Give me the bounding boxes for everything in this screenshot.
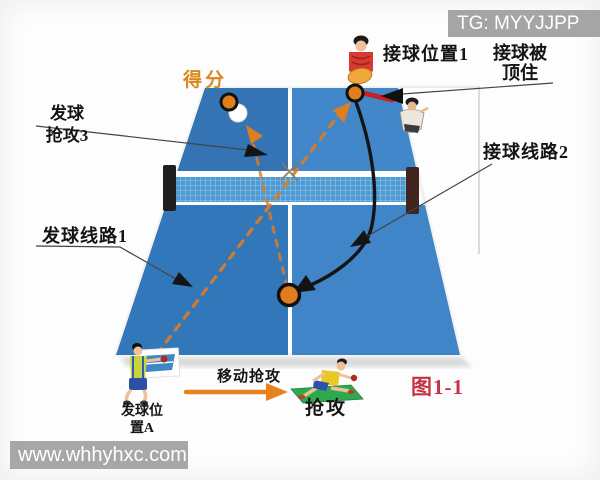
blocked-receiver-figure — [399, 97, 429, 133]
serve-route-line — [155, 102, 349, 356]
serve-route-arrowhead — [333, 102, 351, 123]
label-receive-blocked-line2: 顶住 — [502, 63, 538, 83]
attack-route-arrowhead — [246, 125, 263, 144]
label-serve-position-a-line1: 发球位 — [121, 404, 163, 419]
attack-route-line — [250, 136, 289, 289]
attacker-player — [290, 358, 364, 404]
serve-attack-pointer — [35, 125, 249, 151]
label-receive-route-2: 接球线路2 — [483, 142, 569, 162]
table-panel-far-right — [292, 88, 417, 172]
label-serve-attack-3-line1: 发球 — [50, 104, 84, 123]
label-serve-attack-3: 发球 抢攻3 — [34, 103, 100, 147]
label-serve-route-1: 发球线路1 — [42, 226, 128, 246]
table-panel-near-left — [116, 205, 288, 355]
label-receive-position-1: 接球位置1 — [383, 44, 469, 64]
watermark-overlay: www.whhyhxc.com — [10, 441, 188, 469]
label-move-attack: 移动抢攻 — [217, 369, 282, 385]
label-serve-attack-3-line2: 抢攻3 — [45, 126, 89, 145]
attacker-paddle — [350, 374, 358, 382]
net-post-right — [406, 167, 419, 214]
orange-ball-near — [276, 282, 302, 308]
server-paddle — [160, 355, 168, 363]
receiver-player — [347, 35, 373, 85]
server-player — [123, 343, 181, 406]
blocked-red-arrow — [356, 89, 395, 103]
table-panel-near-right — [292, 205, 460, 355]
figure-caption: 图1-1 — [411, 375, 464, 399]
serve-attack-arrowhead — [244, 144, 268, 157]
orange-ball-score — [219, 92, 239, 112]
receive-route-pointer-arrowhead — [350, 230, 371, 247]
table-shadow — [120, 357, 472, 367]
blocked-black-arrowhead — [381, 88, 403, 104]
orange-ball-receive — [345, 83, 365, 103]
label-score: 得分 — [183, 70, 228, 91]
photo-seam-lines — [400, 86, 480, 254]
pointer-lines — [35, 82, 554, 280]
receive-blocked-pointer — [401, 82, 554, 95]
label-attack: 抢攻 — [305, 398, 348, 419]
tg-tag-overlay: TG: MYYJJPP — [448, 10, 600, 37]
label-serve-position-a: 发球位 置A — [108, 403, 176, 437]
net-post-left — [163, 165, 176, 211]
label-receive-blocked-line1: 接球被 — [493, 43, 547, 63]
receiver-paddle — [347, 67, 373, 85]
receive-route-curve — [300, 101, 377, 291]
net-cross-mark — [280, 162, 299, 182]
label-receive-blocked: 接球被 顶住 — [476, 43, 564, 83]
move-attack-arrowhead — [266, 383, 288, 401]
serve-route-pointer — [35, 245, 177, 280]
label-serve-position-a-line2: 置A — [129, 421, 155, 436]
serve-route-arrowhead-pointer — [172, 272, 193, 287]
table — [113, 86, 463, 357]
receive-route-pointer — [365, 163, 493, 238]
